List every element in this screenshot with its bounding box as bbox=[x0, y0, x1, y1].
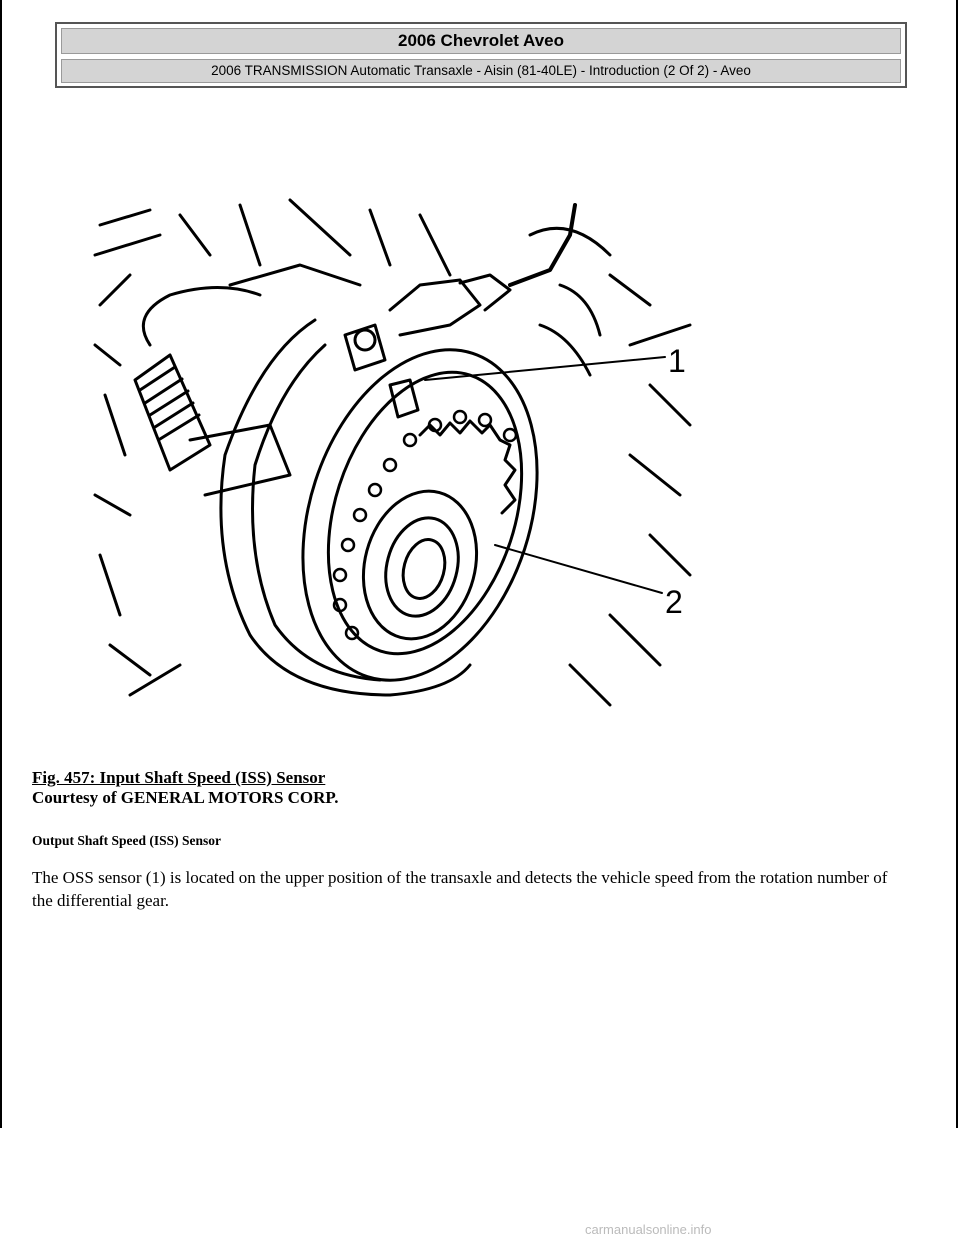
transaxle-figure: 1 2 bbox=[93, 198, 692, 707]
page-border bbox=[0, 0, 958, 1128]
section-body: The OSS sensor (1) is located on the upp… bbox=[32, 868, 888, 910]
header-subtitle: 2006 TRANSMISSION Automatic Transaxle - … bbox=[61, 59, 901, 83]
header-title: 2006 Chevrolet Aveo bbox=[61, 28, 901, 54]
callout-1-label: 1 bbox=[668, 343, 686, 379]
callout-2-label: 2 bbox=[665, 584, 683, 620]
figure-caption-title: Fig. 457: Input Shaft Speed (ISS) Sensor bbox=[32, 768, 326, 787]
figure-courtesy: Courtesy of GENERAL MOTORS CORP. bbox=[32, 788, 339, 807]
figure-caption: Fig. 457: Input Shaft Speed (ISS) Sensor bbox=[32, 768, 325, 788]
section-heading: Output Shaft Speed (ISS) Sensor bbox=[32, 833, 222, 848]
watermark-text: carmanualsonline.info bbox=[585, 1222, 712, 1237]
page-header: 2006 Chevrolet Aveo 2006 TRANSMISSION Au… bbox=[55, 22, 907, 88]
